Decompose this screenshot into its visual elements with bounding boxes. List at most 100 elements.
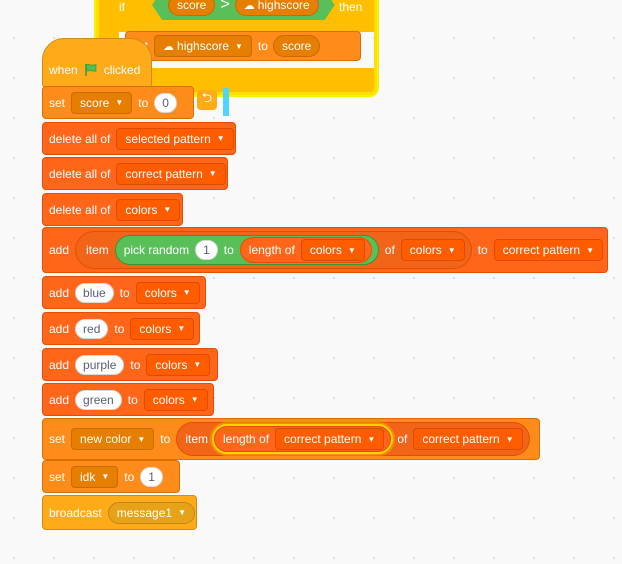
add-label: add	[49, 357, 70, 372]
list-dropdown[interactable]: correct pattern ▼	[116, 162, 226, 185]
add-green-block[interactable]: add green to colors ▼	[42, 383, 214, 416]
delete-all-label: delete all of	[49, 131, 111, 146]
chevron-down-icon: ▼	[178, 508, 186, 517]
highscore-dropdown-label: highscore	[177, 39, 230, 53]
set-idk-block[interactable]: set idk▼ to 1	[42, 460, 180, 493]
add-label: add	[49, 321, 70, 336]
length-of-list-reporter[interactable]: length of colors ▼	[239, 237, 372, 263]
list-dropdown[interactable]: colors ▼	[130, 317, 195, 340]
add-red-block[interactable]: add red to colors ▼	[42, 312, 200, 345]
add-label: add	[49, 392, 70, 407]
when-flag-clicked-block[interactable]: when clicked	[42, 38, 152, 88]
text-input[interactable]: red	[75, 318, 109, 339]
then-label: then	[339, 0, 363, 14]
chevron-down-icon: ▼	[447, 245, 456, 255]
list-dropdown[interactable]: colors ▼	[400, 239, 465, 261]
list-dropdown-label: colors	[139, 321, 172, 336]
greater-than-operator[interactable]: score > ☁highscore	[152, 0, 335, 20]
add-purple-block[interactable]: add purple to colors▼	[42, 348, 218, 381]
to-label: to	[127, 392, 138, 407]
message-dropdown[interactable]: message1▼	[107, 501, 195, 524]
delete-all-correct-pattern-block[interactable]: delete all of correct pattern ▼	[42, 157, 228, 190]
set-highscore-block[interactable]: set ☁highscore▼ to score	[125, 31, 361, 61]
length-of-label: length of	[222, 432, 270, 446]
list-dropdown-label: colors	[144, 285, 177, 300]
random-from-input[interactable]: 1	[195, 240, 218, 260]
item-of-list-reporter[interactable]: item pick random 1 to length of colors▼ …	[75, 231, 472, 269]
cloud-icon: ☁	[163, 40, 175, 53]
list-dropdown[interactable]: selected pattern▼	[116, 127, 234, 150]
list-dropdown[interactable]: correct pattern ▼	[493, 239, 604, 261]
list-dropdown-label: correct pattern	[284, 432, 362, 446]
variable-dropdown-label: idk	[80, 469, 96, 484]
to-label: to	[223, 243, 234, 257]
to-label: to	[257, 39, 268, 53]
list-dropdown[interactable]: colors▼	[146, 353, 211, 376]
to-label: to	[477, 243, 488, 257]
list-dropdown[interactable]: colors ▼	[300, 239, 365, 261]
chevron-down-icon: ▼	[163, 205, 172, 214]
chevron-down-icon: ▼	[505, 434, 514, 444]
list-dropdown-label: correct pattern	[502, 243, 581, 257]
list-dropdown[interactable]: correct pattern▼	[275, 428, 385, 450]
set-label: set	[49, 95, 66, 110]
set-new-color-block[interactable]: set new color▼ to item length of correct…	[42, 418, 540, 460]
list-dropdown-label: colors	[309, 243, 342, 257]
chevron-down-icon: ▼	[193, 360, 202, 369]
to-label: to	[130, 357, 141, 372]
chevron-down-icon: ▼	[115, 98, 124, 107]
chevron-down-icon: ▼	[137, 434, 146, 444]
highscore-dropdown[interactable]: ☁highscore▼	[154, 35, 252, 57]
list-dropdown-label: colors	[409, 243, 442, 257]
list-dropdown[interactable]: colors ▼	[116, 198, 181, 221]
delete-all-selected-pattern-block[interactable]: delete all of selected pattern▼	[42, 122, 236, 155]
list-dropdown-label: colors	[125, 202, 158, 217]
green-flag-icon	[84, 63, 97, 76]
to-label: to	[160, 432, 171, 446]
delete-all-label: delete all of	[49, 166, 111, 181]
drop-glow	[223, 88, 229, 116]
set-label: set	[49, 432, 66, 446]
list-dropdown-label: colors	[152, 392, 185, 407]
score-dropdown[interactable]: score▼	[71, 91, 133, 114]
add-item-block[interactable]: add item pick random 1 to length of colo…	[42, 227, 608, 273]
value-input[interactable]: 1	[140, 466, 163, 487]
list-dropdown-label: correct pattern	[422, 432, 500, 446]
length-of-label: length of	[248, 243, 295, 257]
of-label: of	[397, 432, 408, 446]
text-input[interactable]: green	[75, 389, 122, 410]
delete-all-colors-block[interactable]: delete all of colors▼	[42, 193, 183, 226]
set-score-block[interactable]: set score▼ to 0	[42, 86, 194, 119]
chevron-down-icon: ▼	[208, 169, 217, 178]
text-input[interactable]: purple	[75, 354, 125, 375]
score-reporter[interactable]: score	[272, 35, 321, 57]
list-dropdown-label: correct pattern	[125, 166, 203, 181]
pick-random-operator[interactable]: pick random 1 to length of colors▼	[114, 235, 379, 265]
to-label: to	[114, 321, 125, 336]
broadcast-label: broadcast	[49, 505, 102, 520]
add-blue-block[interactable]: add blue to colors▼	[42, 276, 206, 309]
cloud-icon: ☁	[243, 0, 255, 12]
length-of-list-reporter[interactable]: length of correct pattern▼	[213, 426, 392, 452]
list-dropdown[interactable]: correct pattern ▼	[413, 428, 523, 450]
highscore-reporter[interactable]: ☁highscore	[235, 0, 319, 16]
chevron-down-icon: ▼	[177, 324, 186, 333]
value-input[interactable]: 0	[154, 92, 177, 113]
variable-dropdown[interactable]: idk▼	[71, 465, 119, 488]
item-label: item	[185, 432, 208, 446]
highscore-reporter-label: highscore	[257, 0, 310, 12]
if-label: if	[119, 0, 125, 14]
chevron-down-icon: ▼	[190, 395, 199, 404]
chevron-down-icon: ▼	[347, 245, 356, 255]
list-dropdown[interactable]: colors▼	[135, 281, 200, 304]
if-block-top[interactable]: if score > ☁highscore then	[99, 0, 374, 32]
broadcast-block[interactable]: broadcast message1▼	[42, 495, 197, 530]
score-reporter[interactable]: score	[168, 0, 215, 16]
list-dropdown[interactable]: colors ▼	[143, 388, 208, 411]
to-label: to	[119, 285, 130, 300]
item-of-list-reporter[interactable]: item length of correct pattern▼ of corre…	[176, 422, 530, 456]
text-input[interactable]: blue	[75, 282, 114, 303]
chevron-down-icon: ▼	[586, 245, 595, 255]
add-label: add	[49, 285, 70, 300]
variable-dropdown[interactable]: new color▼	[71, 428, 155, 450]
